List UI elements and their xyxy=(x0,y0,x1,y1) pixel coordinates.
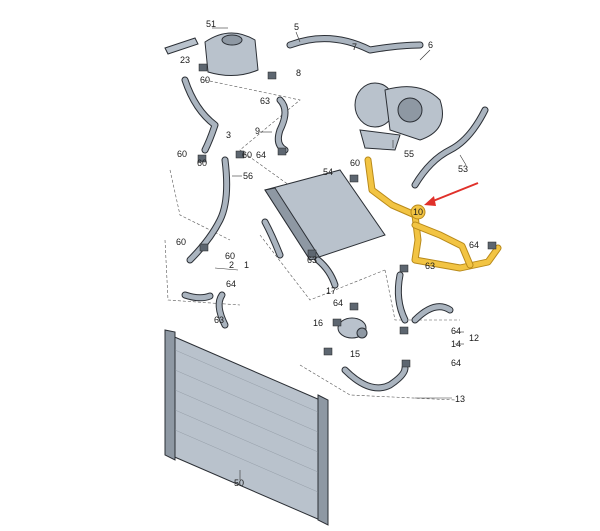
label-14: 14 xyxy=(451,339,461,349)
charge-air-cooler xyxy=(264,169,386,261)
label-8: 8 xyxy=(296,68,301,78)
label-16: 16 xyxy=(313,318,323,328)
label-60: 60 xyxy=(176,237,186,247)
label-64: 64 xyxy=(226,279,236,289)
label-63: 63 xyxy=(214,315,224,325)
label-64: 64 xyxy=(333,298,343,308)
label-63: 63 xyxy=(260,96,270,106)
label-63: 63 xyxy=(307,255,317,265)
label-60: 60 xyxy=(200,75,210,85)
label-60: 60 xyxy=(242,150,252,160)
label-64: 64 xyxy=(256,150,266,160)
label-12: 12 xyxy=(469,333,479,343)
turbocharger xyxy=(354,82,443,151)
hoses xyxy=(181,35,489,392)
label-13: 13 xyxy=(455,394,465,404)
label-6: 6 xyxy=(428,40,433,50)
label-2: 2 xyxy=(229,260,234,270)
label-9: 9 xyxy=(255,126,260,136)
label-56: 56 xyxy=(243,171,253,181)
label-60: 60 xyxy=(177,149,187,159)
label-55: 55 xyxy=(404,149,414,159)
expansion-tank xyxy=(204,27,259,76)
hose-clamps xyxy=(197,63,497,368)
label-60: 60 xyxy=(225,251,235,261)
label-17: 17 xyxy=(326,286,336,296)
label-64: 64 xyxy=(469,240,479,250)
label-1: 1 xyxy=(244,260,249,270)
label-54: 54 xyxy=(323,167,333,177)
label-51: 51 xyxy=(206,19,216,29)
label-3: 3 xyxy=(226,130,231,140)
label-7: 7 xyxy=(352,42,357,52)
pointer-arrow xyxy=(424,182,479,206)
label-23: 23 xyxy=(180,55,190,65)
label-5: 5 xyxy=(294,22,299,32)
leader-lines xyxy=(214,31,467,480)
label-64: 64 xyxy=(451,326,461,336)
label-60: 60 xyxy=(197,158,207,168)
group-outlines xyxy=(164,79,460,401)
label-64: 64 xyxy=(451,358,461,368)
part-labels: 51 23 60 5 7 8 63 6 9 3 55 60 60 64 60 5… xyxy=(176,19,479,488)
label-53: 53 xyxy=(458,164,468,174)
auxiliary-coolant-pump xyxy=(337,317,368,339)
label-50: 50 xyxy=(234,478,244,488)
label-10: 10 xyxy=(413,207,423,217)
highlighted-coolant-pipe xyxy=(364,156,502,272)
label-15: 15 xyxy=(350,349,360,359)
radiator xyxy=(164,329,329,526)
label-63: 63 xyxy=(425,261,435,271)
filler-cap xyxy=(164,37,199,55)
label-60: 60 xyxy=(350,158,360,168)
